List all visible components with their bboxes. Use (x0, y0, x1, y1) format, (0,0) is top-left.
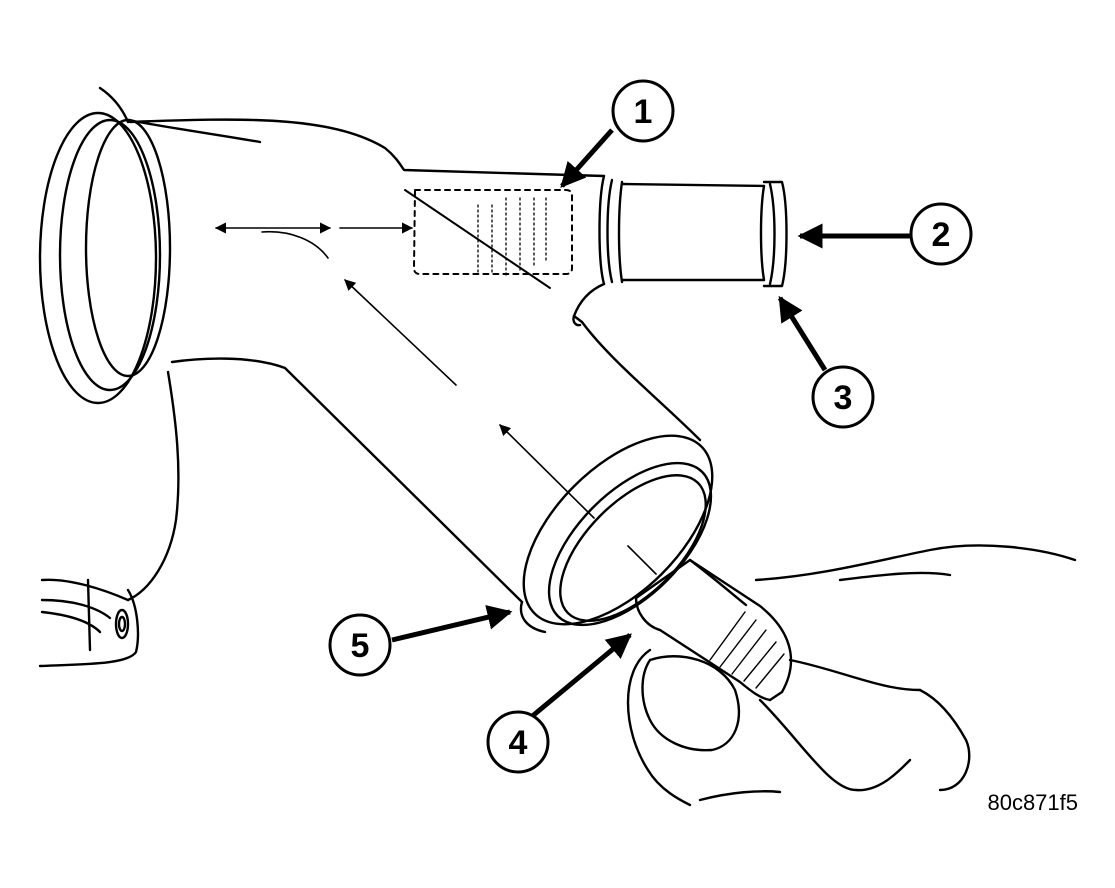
callout-4: 4 (486, 710, 550, 774)
inlet-neck-flange (519, 434, 714, 634)
coolant-flow-arrows (214, 222, 657, 575)
callout-3: 3 (811, 365, 875, 429)
right-hand (626, 544, 1077, 807)
callout-5: 5 (328, 613, 392, 677)
bypass-hose-fitting (598, 174, 788, 288)
left-hand-bracket (38, 86, 180, 668)
elbow-housing (128, 118, 702, 604)
callout-5-label: 5 (351, 627, 370, 665)
callout-3-label: 3 (834, 379, 853, 417)
callout-2: 2 (909, 202, 973, 266)
callout-leaders (391, 128, 910, 720)
callout-4-label: 4 (509, 724, 528, 762)
callout-1: 1 (611, 79, 675, 143)
callout-2-label: 2 (932, 216, 951, 254)
thermostat-hidden-outline (404, 189, 573, 289)
figure-id: 80c871f5 (987, 790, 1078, 815)
callout-1-label: 1 (634, 93, 653, 131)
pressure-tester-tool (634, 558, 793, 702)
